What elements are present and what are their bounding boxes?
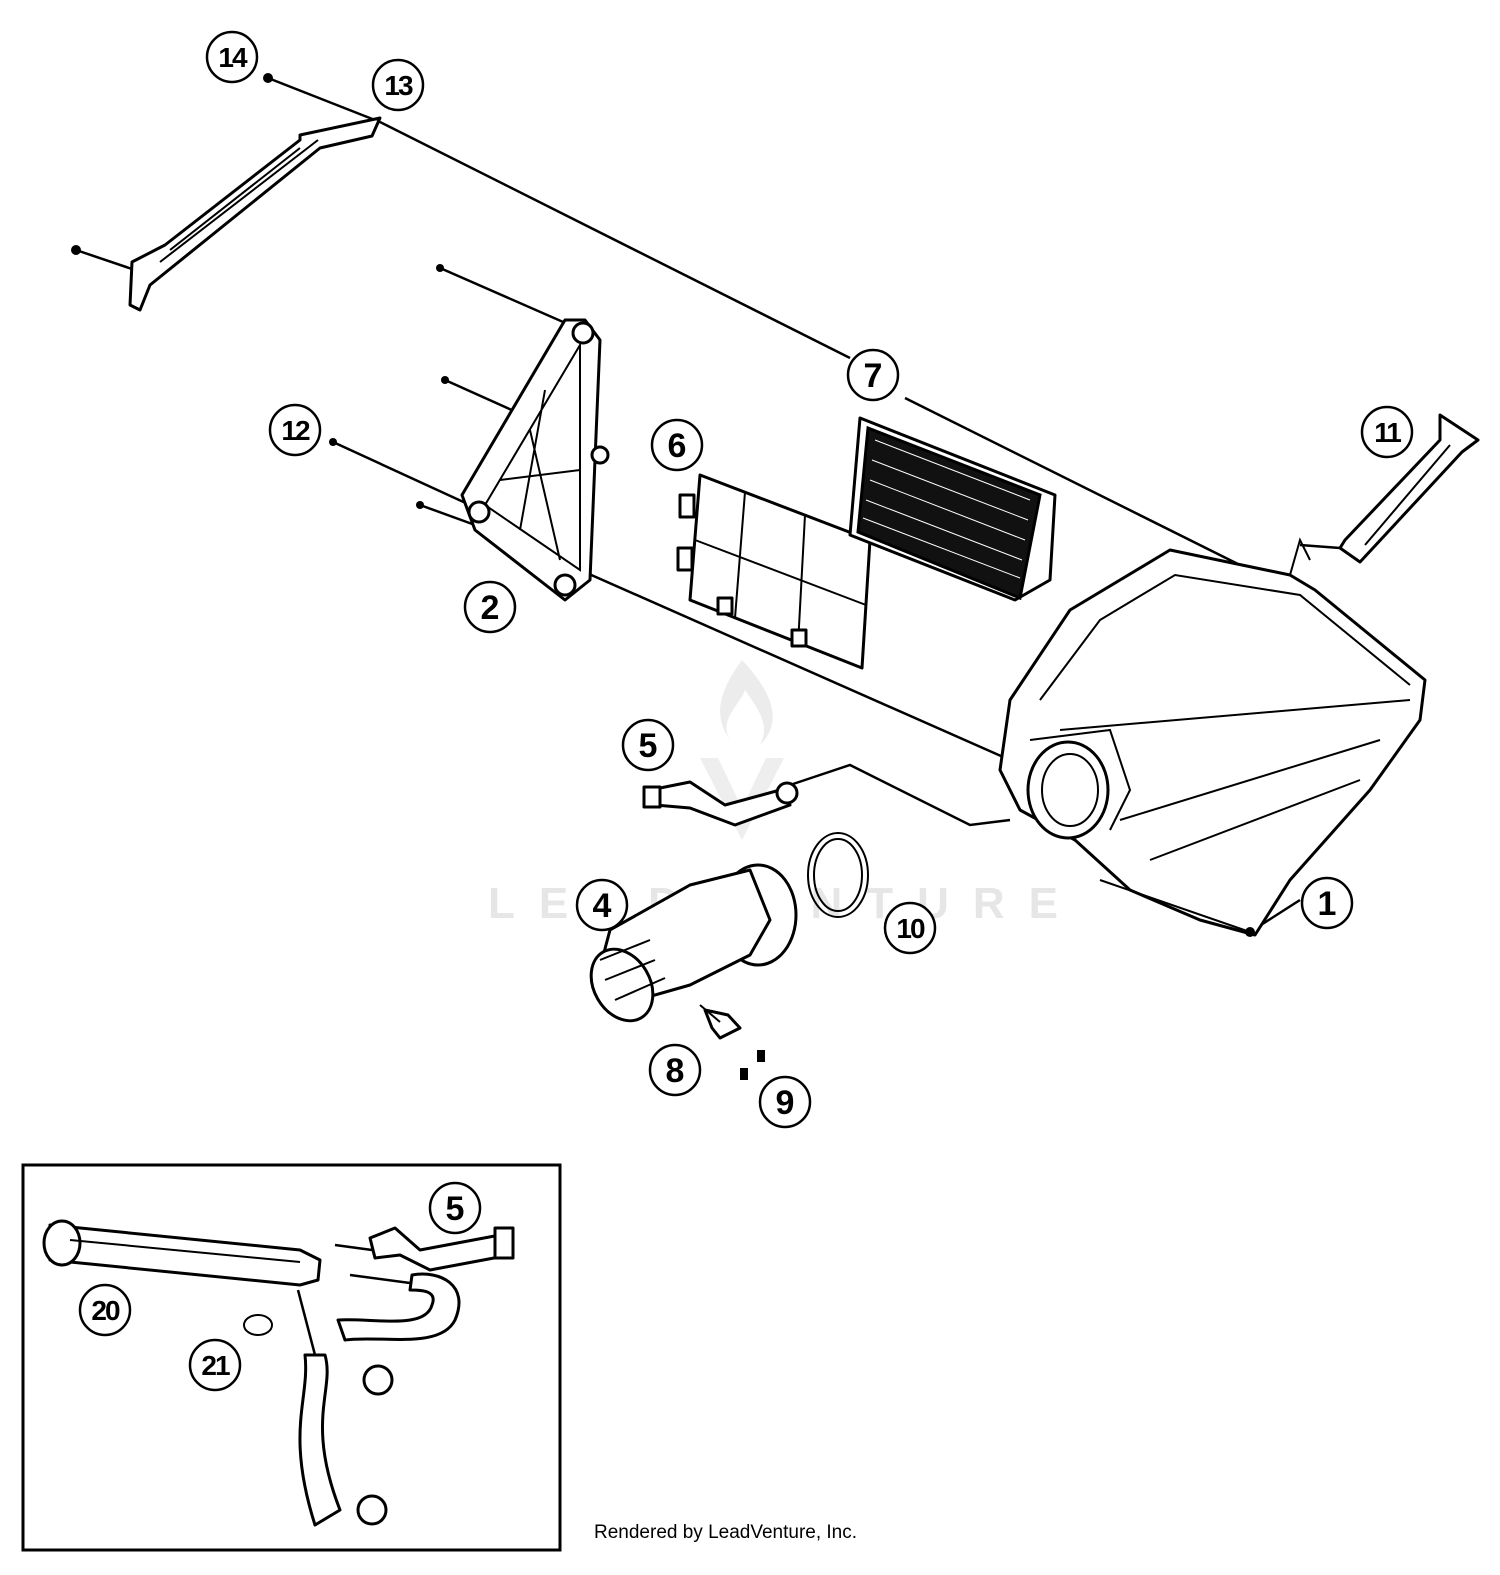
small-bracket-part <box>1338 413 1480 564</box>
clamp-part <box>807 832 869 918</box>
upper-bracket-part <box>71 73 382 312</box>
callout-9: 9 <box>758 1075 812 1129</box>
svg-text:2: 2 <box>481 589 500 627</box>
callout-13: 13 <box>371 58 425 112</box>
svg-text:7: 7 <box>864 357 883 395</box>
vertical-hose-part <box>298 1353 342 1527</box>
breather-tube-part <box>642 780 799 827</box>
leader-lines <box>75 76 1341 934</box>
callout-7: 7 <box>846 348 900 402</box>
filter-element-part <box>848 416 1057 602</box>
svg-text:9: 9 <box>776 1084 795 1122</box>
sensor-part <box>699 1004 765 1080</box>
air-box-part <box>998 537 1427 937</box>
callout-14: 14 <box>205 30 259 84</box>
callout-5: 5 <box>621 718 675 772</box>
svg-text:5: 5 <box>639 727 658 765</box>
callout-10: 10 <box>883 901 937 955</box>
watermark-v-icon <box>700 758 784 840</box>
svg-text:4: 4 <box>593 887 612 925</box>
svg-text:11: 11 <box>1374 417 1401 448</box>
inset-panel <box>21 1163 562 1552</box>
callout-5-inset: 5 <box>428 1181 482 1235</box>
svg-text:14: 14 <box>218 42 248 73</box>
svg-text:6: 6 <box>668 427 687 465</box>
svg-text:13: 13 <box>384 70 413 101</box>
callout-20: 20 <box>78 1283 132 1337</box>
credit-text: Rendered by LeadVenture, Inc. <box>594 1522 858 1543</box>
svg-text:21: 21 <box>201 1350 230 1381</box>
callout-4: 4 <box>575 878 629 932</box>
callout-1: 1 <box>1300 876 1354 930</box>
svg-text:8: 8 <box>666 1052 685 1090</box>
callout-6: 6 <box>650 418 704 472</box>
svg-text:10: 10 <box>896 913 925 944</box>
svg-text:20: 20 <box>91 1295 120 1326</box>
callout-8: 8 <box>648 1043 702 1097</box>
filter-cage-part <box>676 473 872 670</box>
callout-21: 21 <box>188 1338 242 1392</box>
intake-boot-part <box>589 863 798 1023</box>
filter-frame-part <box>329 264 610 602</box>
watermark-flame-icon <box>720 660 773 745</box>
svg-text:12: 12 <box>281 415 310 446</box>
callout-2: 2 <box>463 580 517 634</box>
callout-11: 11 <box>1360 405 1414 459</box>
svg-text:5: 5 <box>446 1190 465 1228</box>
svg-text:1: 1 <box>1318 885 1337 923</box>
callout-12: 12 <box>268 403 322 457</box>
curved-hose-part <box>336 1272 461 1342</box>
